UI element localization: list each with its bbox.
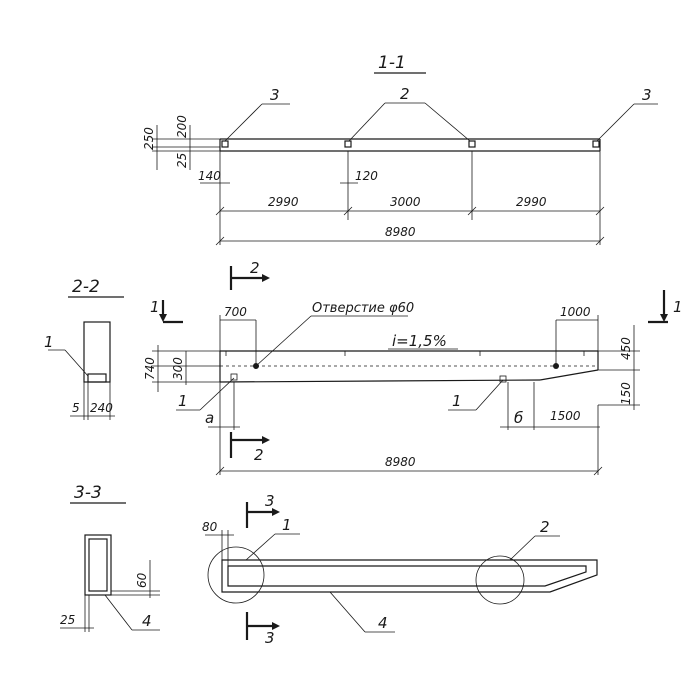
embed-left	[221, 140, 229, 148]
dim-140: 140	[198, 169, 221, 183]
cut-1-left: 1	[150, 298, 160, 316]
elev-bottom-edge	[219, 379, 541, 383]
callout-plan-4: 4	[378, 614, 388, 632]
total-1-1: 8980	[385, 225, 416, 239]
dim-1000: 1000	[560, 305, 591, 319]
detail-circle-2	[475, 555, 525, 605]
dim-60: 60	[135, 572, 149, 588]
section-1-1: 1-1 3 2 3 250 200 25	[142, 53, 658, 246]
callout-2-2-1: 1	[44, 333, 54, 351]
section-3-3-inner	[88, 538, 108, 592]
dim-120: 120	[355, 169, 378, 183]
section-3-3-title: 3-3	[74, 483, 102, 503]
section-3-3: 3-3 60 25 4	[60, 483, 160, 632]
dim-740: 740	[143, 357, 157, 380]
section-3-3-outer	[84, 534, 112, 596]
callout-3-right: 3	[642, 86, 652, 104]
slope-label: i=1,5%	[392, 332, 447, 350]
embed-right	[592, 140, 600, 148]
cut-1-right: 1	[673, 298, 683, 316]
span-left: 2990	[268, 195, 299, 209]
cut-3-top: 3	[265, 492, 275, 510]
plan-outer-outline	[221, 559, 598, 593]
dim-200: 200	[175, 115, 189, 138]
section-2-2-outline	[83, 321, 111, 383]
total-elev: 8980	[385, 455, 416, 469]
elev-bevel	[539, 369, 599, 381]
dim-250: 250	[142, 127, 156, 150]
leader-2b	[424, 102, 471, 142]
section-2-2: 2-2 1 5 240	[44, 277, 124, 420]
dim-1500: 1500	[550, 409, 581, 423]
dim-240: 240	[90, 401, 113, 415]
span-right: 2990	[516, 195, 547, 209]
plan-view: 3 3 80 1 2 4	[202, 492, 598, 647]
elevation-view: 2 1 1 700 1000	[143, 259, 683, 476]
callout-plan-1: 1	[282, 516, 292, 534]
span-mid: 3000	[390, 195, 421, 209]
leader-3-right	[596, 103, 635, 142]
dim-80: 80	[202, 520, 218, 534]
dim-25: 25	[175, 153, 189, 168]
hole-leader	[255, 315, 312, 367]
dim-300: 300	[171, 357, 185, 380]
section-2-2-embed	[87, 373, 107, 383]
plan-inner-outline	[227, 565, 587, 587]
hole-label: Отверстие φ60	[312, 301, 414, 316]
section-1-1-title: 1-1	[378, 53, 406, 73]
leader-2a	[348, 102, 386, 142]
callout-3-3-4: 4	[142, 612, 152, 630]
dim-700: 700	[224, 305, 247, 319]
dim-150: 150	[619, 382, 633, 405]
dim-b: б	[514, 409, 523, 427]
dim-a: а	[205, 409, 214, 427]
section-2-2-title: 2-2	[72, 277, 100, 297]
callout-3-left: 3	[270, 86, 280, 104]
leader-2-2-1	[64, 349, 89, 377]
embed-mid-1	[344, 140, 352, 148]
callout-plan-2: 2	[540, 518, 550, 536]
cut-2-bottom: 2	[254, 446, 264, 464]
dim-25-3-3: 25	[60, 613, 75, 627]
callout-elev-1-left: 1	[178, 392, 188, 410]
callout-2: 2	[400, 85, 410, 103]
callout-elev-1-right: 1	[452, 392, 462, 410]
cut-2-top: 2	[250, 259, 260, 277]
cut-3-bottom: 3	[265, 629, 275, 647]
embed-mid-2	[468, 140, 476, 148]
dim-450: 450	[619, 337, 633, 360]
leader-3-left	[224, 103, 263, 142]
detail-circle-1	[207, 546, 265, 604]
dim-5: 5	[72, 401, 80, 415]
